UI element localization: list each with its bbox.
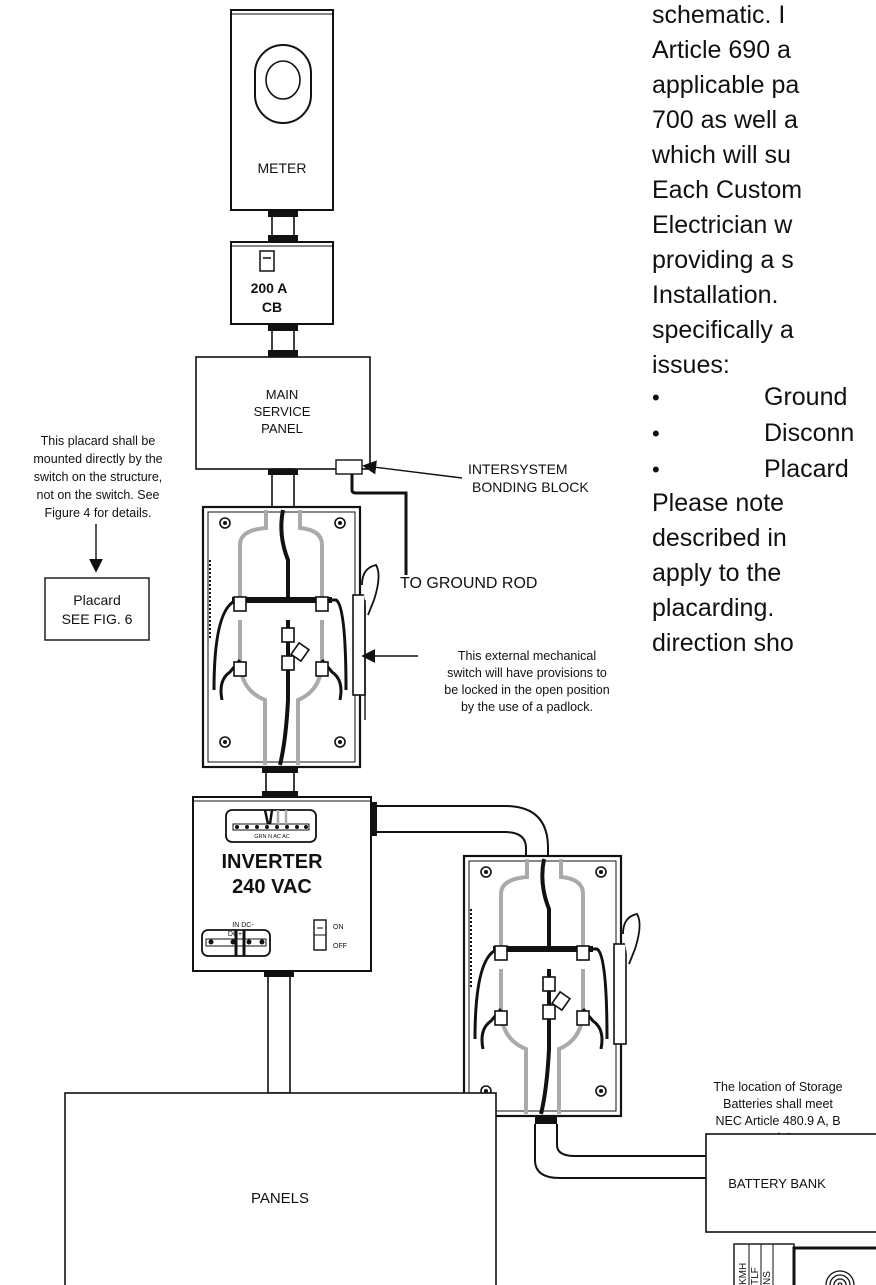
battery-bank-label: BATTERY BANK [728, 1176, 826, 1191]
main-service-panel: MAIN SERVICE PANEL [195, 356, 371, 470]
placard-note-line-2: mounted directly by the [33, 452, 162, 466]
body-line: described in [652, 524, 787, 552]
switch-note-line-3: be locked in the open position [444, 683, 609, 697]
storage-note: The location of Storage Batteries shall … [713, 1080, 842, 1145]
body-line: Article 690 a [652, 36, 791, 64]
body-line: providing a s [652, 246, 794, 274]
bullet-item: Disconn [764, 419, 855, 447]
placard-note-line-1: This placard shall be [41, 434, 156, 448]
switch-note-line-1: This external mechanical [458, 649, 596, 663]
battery-bank: BATTERY BANK [705, 1133, 876, 1233]
bullet-item: Placard [764, 455, 849, 483]
placard-note: This placard shall be mounted directly b… [33, 434, 163, 573]
body-line: placarding. [652, 594, 775, 622]
disconnect-switch-battery [462, 854, 641, 1118]
off-label: OFF [333, 943, 347, 950]
inverter-dc-terminals: IN DC- DC+ [201, 922, 271, 957]
conduit-inverter-panels [264, 970, 294, 1094]
switch-note-line-4: by the use of a padlock. [461, 700, 593, 714]
breaker-amp-label: 200 A [251, 280, 288, 296]
inverter-dc-label-1: IN DC- [232, 922, 254, 929]
body-line: specifically a [652, 316, 794, 344]
body-line: direction sho [652, 629, 794, 657]
conduit-disconnect-battery-bank [534, 1116, 706, 1179]
body-line: Installation. [652, 281, 779, 309]
conduit-breaker-panel [268, 323, 298, 358]
main-panel-label-2: SERVICE [254, 404, 311, 419]
main-panel-label-3: PANEL [261, 421, 303, 436]
vertical-tag-3: NS [762, 1271, 773, 1285]
placard-note-line-4: not on the switch. See [37, 488, 160, 502]
storage-note-line-1: The location of Storage [713, 1080, 842, 1094]
bullet-dot: • [652, 385, 660, 410]
disconnect-switch-upper [201, 505, 380, 769]
battery-disconnect-handle-icon [613, 912, 641, 1045]
body-line: schematic. I [652, 1, 786, 29]
vertical-tag-1: KMH [738, 1263, 749, 1285]
spiral-icon [825, 1270, 855, 1285]
switch-note: This external mechanical switch will hav… [444, 649, 609, 714]
meter: METER [230, 9, 334, 211]
conduit-panel-disconnect [268, 468, 298, 508]
bullet-dot: • [652, 421, 660, 446]
inverter: GRN N AC AC INVERTER 240 VAC IN DC- DC+ … [192, 796, 372, 972]
breaker-cb-label: CB [262, 299, 282, 315]
placard-box-line-2: SEE FIG. 6 [62, 611, 133, 627]
conduit-inverter-battery-disconnect [371, 802, 552, 862]
conduit-meter-breaker [268, 209, 298, 243]
body-line: Please note [652, 489, 785, 517]
placard-box-line-1: Placard [73, 592, 120, 608]
inverter-ac-terminals: GRN N AC AC [225, 809, 317, 843]
placard-note-line-3: switch on the structure, [34, 470, 163, 484]
body-line: Each Custom [652, 176, 803, 204]
inverter-label-1: INVERTER [221, 851, 323, 873]
body-line: which will su [652, 141, 791, 169]
breaker-switch-icon [259, 250, 275, 272]
storage-note-line-3: NEC Article 480.9 A, B [715, 1114, 840, 1128]
body-line: apply to the [652, 559, 782, 587]
placard-note-line-5: Figure 4 for details. [45, 506, 152, 520]
inverter-dc-label-2: DC+ [228, 931, 242, 938]
body-line: Electrician w [652, 211, 793, 239]
body-line: 700 as well a [652, 106, 798, 134]
on-label: ON [333, 924, 344, 931]
bullet-dot: • [652, 457, 660, 482]
meter-dial-icon [254, 44, 312, 124]
inverter-label-2: 240 VAC [232, 876, 312, 898]
main-breaker: 200 A CB [230, 241, 334, 325]
bullet-item: Ground [764, 383, 848, 411]
partial-meter-detail: KMH TLF NS [733, 1243, 876, 1285]
conduit-disconnect-inverter [262, 766, 298, 798]
inverter-ac-terminal-labels: GRN N AC AC [254, 834, 289, 840]
vertical-tag-2: TLF [750, 1267, 761, 1285]
storage-note-line-2: Batteries shall meet [723, 1097, 833, 1111]
intersystem-bonding-block: INTERSYSTEM BONDING BLOCK [335, 459, 589, 575]
meter-label: METER [258, 160, 307, 176]
panels-label: PANELS [251, 1190, 309, 1207]
body-line: issues: [652, 351, 730, 379]
switch-note-line-2: switch will have provisions to [447, 666, 607, 680]
main-panel-label-1: MAIN [266, 387, 299, 402]
placard-box: Placard SEE FIG. 6 [44, 577, 150, 641]
solar-panels: PANELS [64, 1092, 497, 1285]
inverter-on-off-switch: ON OFF [313, 919, 347, 951]
intersystem-label-2: BONDING BLOCK [472, 479, 589, 495]
body-line: applicable pa [652, 71, 800, 99]
ground-rod-label: TO GROUND ROD [400, 575, 537, 592]
intersystem-label-1: INTERSYSTEM [468, 461, 568, 477]
